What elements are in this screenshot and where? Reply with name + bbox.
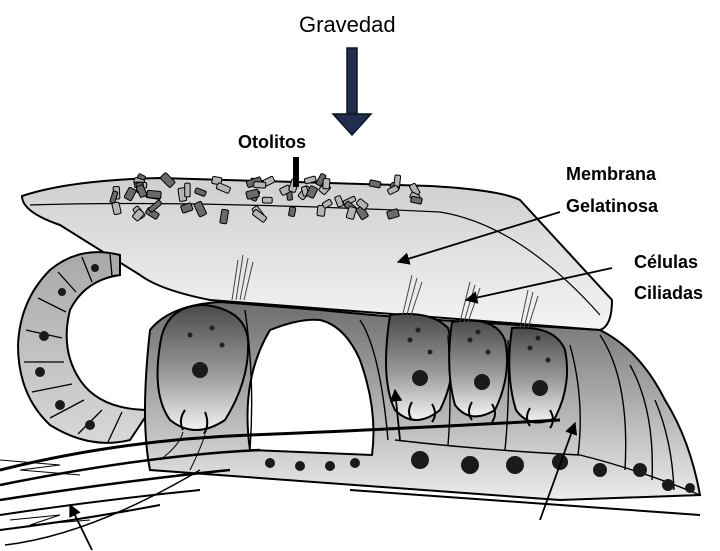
otolith-crystal bbox=[394, 175, 401, 187]
cells-label-line1: Células bbox=[634, 252, 698, 273]
otoliths-label: Otolitos bbox=[238, 132, 306, 153]
cell-ring bbox=[18, 252, 150, 443]
otolith-pointer bbox=[293, 157, 299, 187]
otolith-crystal bbox=[323, 178, 330, 189]
otolith-crystal bbox=[220, 209, 229, 224]
otolith-crystal bbox=[147, 190, 162, 198]
cells-label-line2: Ciliadas bbox=[634, 283, 703, 304]
otolith-crystal bbox=[262, 197, 272, 203]
otolith-crystal bbox=[254, 182, 266, 189]
otolith-crystal bbox=[185, 183, 190, 197]
otolith-crystal bbox=[288, 207, 296, 217]
membrane-label-line1: Membrana bbox=[566, 164, 656, 185]
membrane-label-line2: Gelatinosa bbox=[566, 196, 658, 217]
gravity-arrow-icon bbox=[333, 48, 371, 135]
gravity-label: Gravedad bbox=[299, 12, 396, 37]
